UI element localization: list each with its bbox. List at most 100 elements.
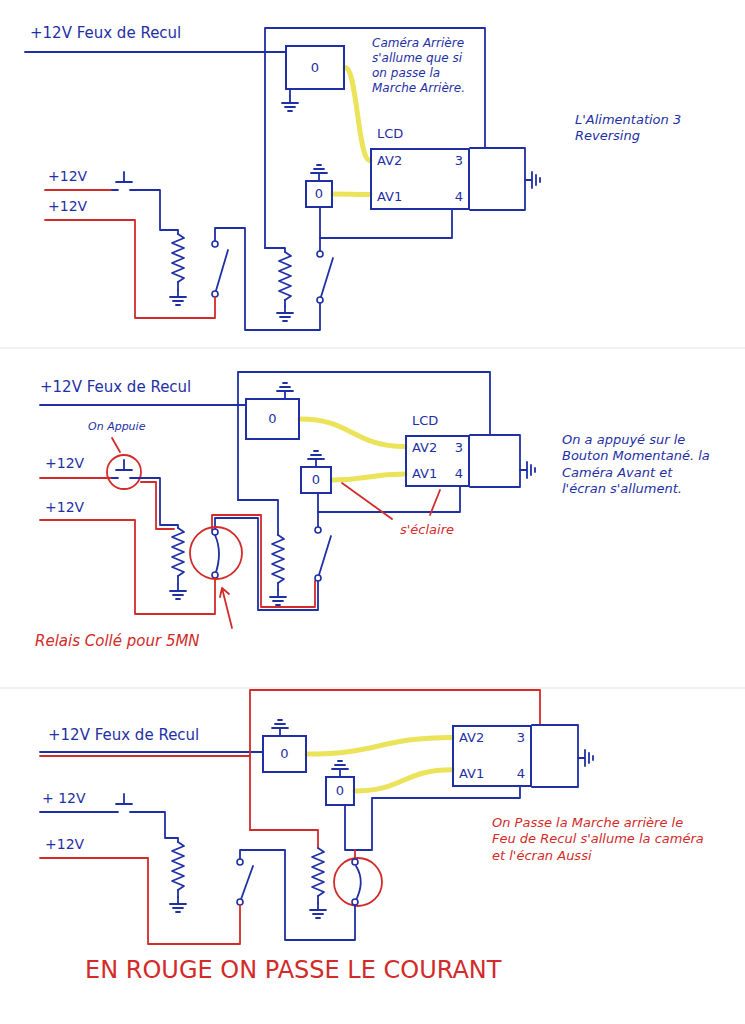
node-text: 0	[336, 783, 344, 799]
wire	[319, 238, 321, 251]
note-label: +12V	[45, 836, 84, 854]
lcd-box: AV23AV14	[452, 725, 532, 787]
highlight-circle	[190, 527, 242, 579]
relay-coil	[172, 842, 184, 890]
note-label: +12V	[48, 198, 87, 216]
node-text: AV1	[377, 189, 402, 205]
wire	[177, 890, 179, 897]
camera-box: 0	[245, 398, 300, 440]
note-label: EN ROUGE ON PASSE LE COURANT	[85, 955, 501, 985]
relay-coil	[172, 234, 184, 282]
contact	[212, 241, 218, 247]
lcd-power-box	[470, 435, 520, 487]
relay-switch	[318, 536, 331, 578]
note-label: +12V Feux de Recul	[30, 24, 181, 43]
note-label: L'Alimentation 3 Reversing	[575, 112, 715, 145]
current-path	[40, 858, 240, 944]
node-text: 4	[455, 189, 463, 205]
note-label: + 12V	[42, 790, 86, 808]
current-path	[250, 690, 540, 830]
camera-box: 0	[325, 776, 355, 806]
wire	[177, 282, 179, 290]
node-text: 0	[311, 60, 319, 76]
wire	[240, 850, 355, 940]
ground-symbol	[282, 96, 298, 111]
wire	[215, 228, 320, 330]
node-text: 0	[268, 411, 276, 427]
current-path	[250, 830, 318, 848]
relay-coil	[279, 252, 291, 300]
lcd-box: LCDAV23AV14	[370, 148, 470, 210]
node-text: AV2	[459, 730, 484, 746]
relay-switch	[320, 258, 333, 300]
node-text: 3	[517, 730, 525, 746]
wire	[25, 51, 285, 53]
node-text: 3	[455, 440, 463, 456]
relay-coil	[312, 848, 324, 896]
ground-symbol	[277, 383, 293, 398]
video-cable	[355, 770, 452, 791]
wire	[45, 189, 112, 191]
note-label: Caméra Arrière s'allume que si on passe …	[372, 36, 474, 96]
highlight-circle	[334, 858, 382, 906]
node-text: 3	[455, 153, 463, 169]
node-text: 4	[517, 766, 525, 782]
wire	[45, 220, 215, 318]
wire	[277, 583, 279, 590]
video-cable	[345, 68, 370, 161]
video-cable	[300, 419, 405, 446]
wire	[238, 372, 490, 500]
leader-line	[342, 483, 440, 519]
ground-symbol	[170, 290, 186, 305]
ground-symbol	[170, 584, 186, 599]
video-cable	[333, 192, 370, 198]
note-label: +12V	[45, 499, 84, 517]
video-cable	[332, 474, 405, 480]
wire	[40, 811, 112, 813]
contact	[315, 575, 321, 581]
node-text: LCD	[412, 413, 438, 429]
node-text: AV2	[412, 440, 437, 456]
relay-switch	[215, 250, 228, 294]
contact	[317, 297, 323, 303]
camera-box: 0	[262, 735, 307, 773]
wire	[40, 477, 112, 479]
ground-symbol	[332, 761, 348, 776]
camera-box: 0	[285, 45, 345, 90]
wire	[318, 487, 460, 512]
contact	[317, 251, 323, 257]
node-text: 0	[312, 472, 320, 488]
note-label: On Passe la Marche arrière le Feu de Rec…	[492, 815, 707, 864]
current-path	[40, 755, 250, 757]
lcd-power-box	[470, 148, 525, 210]
node-text: 0	[315, 186, 323, 202]
ground-symbol	[270, 590, 286, 605]
camera-box: 0	[300, 466, 332, 494]
leader-arrow	[220, 588, 232, 628]
node-text: AV2	[377, 153, 402, 169]
note-label: +12V	[48, 168, 87, 186]
fold-line	[0, 348, 745, 349]
camera-box: 0	[305, 180, 333, 208]
push-button	[112, 460, 136, 478]
node-text: LCD	[377, 126, 403, 142]
ground-symbol	[578, 750, 593, 766]
contact	[315, 527, 321, 533]
wire	[317, 512, 319, 527]
contact	[212, 529, 218, 535]
ground-symbol	[277, 306, 293, 321]
relay-switch	[215, 535, 219, 575]
node-text: AV1	[412, 466, 437, 482]
ground-symbol	[170, 897, 186, 912]
push-button	[112, 794, 136, 812]
contact	[237, 859, 243, 865]
lcd-box: LCDAV23AV14	[405, 435, 470, 487]
contact	[352, 899, 358, 905]
current-path	[141, 482, 174, 529]
node-text: 4	[455, 466, 463, 482]
push-button	[112, 172, 136, 190]
wire	[265, 28, 485, 248]
